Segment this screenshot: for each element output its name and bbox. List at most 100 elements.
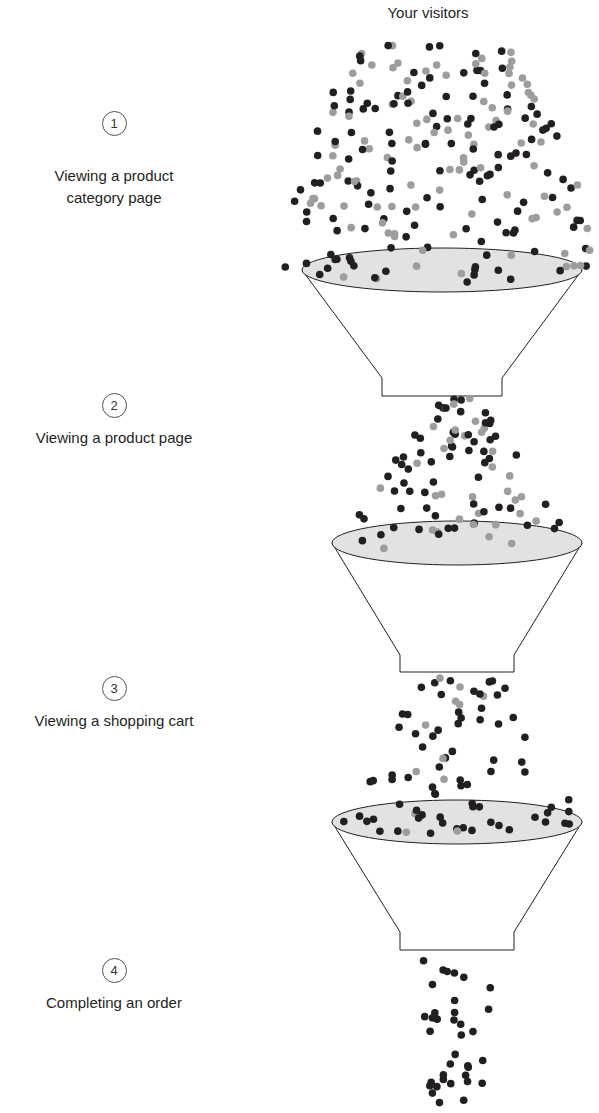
visitor-dot [505, 70, 513, 78]
visitor-dot [470, 521, 478, 529]
visitor-dot [365, 200, 373, 208]
visitor-dot [492, 433, 500, 441]
visitor-dot [314, 127, 322, 135]
visitor-dot [400, 453, 408, 461]
visitor-dot [480, 448, 488, 456]
visitor-dot [489, 448, 497, 456]
visitor-dot [511, 226, 519, 234]
visitor-dot [356, 511, 364, 519]
visitor-dot [442, 93, 450, 101]
visitor-dot [484, 172, 492, 180]
visitor-dot [324, 174, 332, 182]
visitor-dot [478, 55, 486, 63]
visitor-dot [584, 225, 592, 233]
visitor-dot [478, 704, 486, 712]
visitor-dot [390, 100, 398, 108]
visitor-dot [464, 781, 472, 789]
visitor-dot [386, 129, 394, 137]
visitor-dot [525, 89, 533, 97]
visitor-dot [403, 208, 411, 216]
visitor-dot [481, 69, 489, 77]
visitor-dot [565, 820, 573, 828]
visitor-dot [422, 140, 430, 148]
visitor-dot [406, 487, 414, 495]
visitor-dot [429, 783, 437, 791]
visitor-dot [446, 453, 454, 461]
visitor-dot [448, 140, 456, 148]
visitor-dot [468, 800, 476, 808]
visitor-dot [429, 110, 437, 118]
visitor-dot [391, 487, 399, 495]
visitor-dot [489, 463, 497, 471]
visitor-dot [506, 472, 514, 480]
visitor-dot [460, 974, 468, 982]
visitor-dot [404, 99, 412, 107]
visitor-dot [446, 1060, 454, 1068]
visitor-dot [388, 776, 396, 784]
visitor-dot [412, 768, 420, 776]
visitor-dot [487, 818, 495, 826]
visitor-dot [524, 80, 532, 88]
visitor-dot [410, 69, 418, 77]
visitor-dot [376, 827, 384, 835]
visitor-dot [487, 416, 495, 424]
visitor-dot [476, 177, 484, 185]
visitor-dot [494, 218, 502, 226]
visitor-dot [460, 69, 468, 77]
visitor-dot [539, 126, 547, 134]
visitor-dot [363, 99, 371, 107]
visitor-dot [394, 59, 402, 67]
heading-label: Your visitors [328, 2, 528, 24]
visitor-dot [483, 251, 491, 259]
step-number: 4 [110, 964, 117, 977]
visitor-dot [395, 723, 403, 731]
visitor-dot [400, 479, 408, 487]
visitor-dot [422, 67, 430, 75]
visitor-dot [336, 165, 344, 173]
visitor-dot [390, 524, 398, 532]
visitor-dot [427, 458, 435, 466]
visitor-dot [394, 827, 402, 835]
visitor-dot [432, 492, 440, 500]
visitor-dot [519, 74, 527, 82]
visitor-dot [444, 525, 452, 533]
visitor-dot [366, 778, 374, 786]
visitor-dot [329, 109, 337, 117]
visitor-dot [531, 248, 539, 256]
funnel-mouth [302, 248, 582, 292]
step-label: Viewing a product page [9, 427, 219, 449]
visitor-dot [507, 504, 515, 512]
visitor-dot [442, 404, 450, 412]
visitor-dot [333, 227, 341, 235]
visitor-dot [450, 231, 458, 239]
visitor-dot [464, 431, 472, 439]
visitor-dot [561, 250, 569, 258]
visitor-dot [368, 61, 376, 69]
visitor-dot [412, 203, 420, 211]
visitor-dot [423, 116, 431, 124]
visitor-dot [503, 91, 511, 99]
visitor-dot [480, 98, 488, 106]
visitor-dot [508, 540, 516, 548]
visitor-dot [311, 195, 319, 203]
visitor-dot [469, 145, 477, 153]
visitor-dot [470, 438, 478, 446]
visitor-dot [439, 755, 447, 763]
visitor-dot [404, 88, 412, 96]
visitor-dot [363, 818, 371, 826]
visitor-dot [555, 519, 563, 527]
visitor-dot [291, 197, 299, 205]
visitor-dot [405, 136, 413, 144]
visitor-dot [521, 733, 529, 741]
visitor-dot [432, 512, 440, 520]
visitor-dot [456, 166, 464, 174]
visitor-dot [528, 136, 536, 144]
visitor-dot [468, 827, 476, 835]
visitor-dot [528, 215, 536, 223]
visitor-dot [367, 189, 375, 197]
visitor-dot [524, 521, 532, 529]
visitor-dot [455, 708, 463, 716]
visitor-dot [549, 194, 557, 202]
visitor-dot [460, 1097, 468, 1105]
